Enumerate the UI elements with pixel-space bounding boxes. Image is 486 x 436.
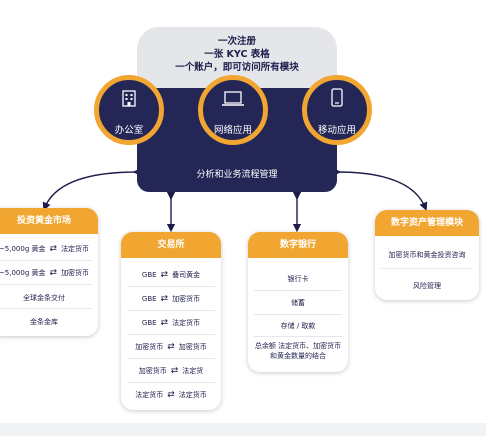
- bank-row-deposit-withdraw: 存储 / 取款: [280, 322, 316, 330]
- web-app-channel: [198, 75, 268, 145]
- office-label: 办公室: [114, 125, 144, 136]
- banner-line-3: 一个账户，即可访问所有模块: [175, 62, 299, 73]
- investment-row-3: 全球金条交付: [23, 294, 65, 302]
- asset-row-advisory: 加密货币和黄金投资咨询: [388, 251, 466, 259]
- bank-row-savings: 储蓄: [291, 299, 305, 307]
- bank-row-total-balance: 总余额 法定货币、加密货币和黄金数量的结合: [254, 342, 342, 360]
- exchange-card: [121, 232, 221, 410]
- exchange-row-2: GBE⇄加密货币: [141, 294, 201, 304]
- exchange-row-1: GBE⇄叠司黄金: [141, 270, 201, 280]
- web-app-label: 网络应用: [213, 125, 252, 136]
- core-platform-label: 分析和业务流程管理: [196, 170, 278, 180]
- office-building-icon: [122, 90, 136, 107]
- investment-card-title: 投资黄金市场: [0, 208, 98, 234]
- banner-line-1: 一次注册: [217, 36, 256, 47]
- mobile-app-label: 移动应用: [317, 125, 356, 136]
- arrow-to-asset: [332, 167, 428, 211]
- arrow-to-investment: [42, 167, 142, 211]
- mobile-app-channel: [302, 75, 372, 145]
- investment-row-2: ~5,000g 黄金⇄加密货币: [0, 268, 90, 278]
- investment-row-1: ~5,000g 黄金⇄法定货币: [0, 244, 90, 254]
- investment-row-4: 金条金库: [30, 318, 58, 326]
- exchange-row-6: 法定货币⇄法定货币: [135, 390, 207, 400]
- asset-row-risk: 风险管理: [413, 282, 441, 290]
- footer-band: [0, 423, 486, 436]
- bank-card-title: 数字银行: [248, 232, 348, 258]
- banner-line-2: 一张 KYC 表格: [204, 49, 270, 60]
- exchange-row-3: GBE⇄法定货币: [141, 318, 201, 328]
- laptop-icon: [222, 91, 244, 106]
- asset-card-title: 数字资产管理模块: [375, 210, 479, 236]
- exchange-row-4: 加密货币⇄加密货币: [135, 342, 207, 352]
- office-channel: [94, 75, 164, 145]
- bank-row-cards: 银行卡: [287, 275, 309, 283]
- mobile-phone-icon: [331, 88, 343, 107]
- exchange-card-title: 交易所: [121, 232, 221, 258]
- exchange-row-5: 加密货币⇄法定货: [138, 366, 204, 376]
